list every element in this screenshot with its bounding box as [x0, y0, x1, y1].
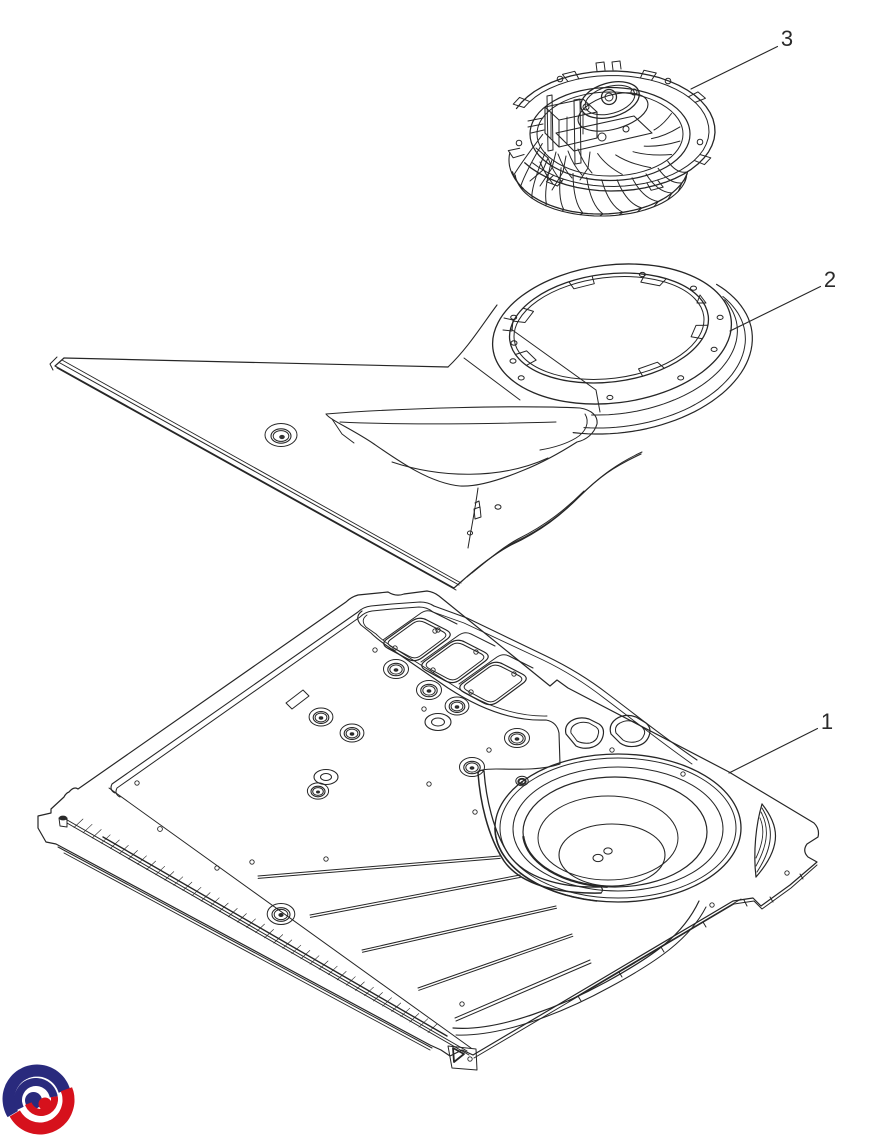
- svg-text:3: 3: [781, 26, 793, 51]
- svg-text:2: 2: [824, 267, 836, 292]
- svg-text:1: 1: [821, 709, 833, 734]
